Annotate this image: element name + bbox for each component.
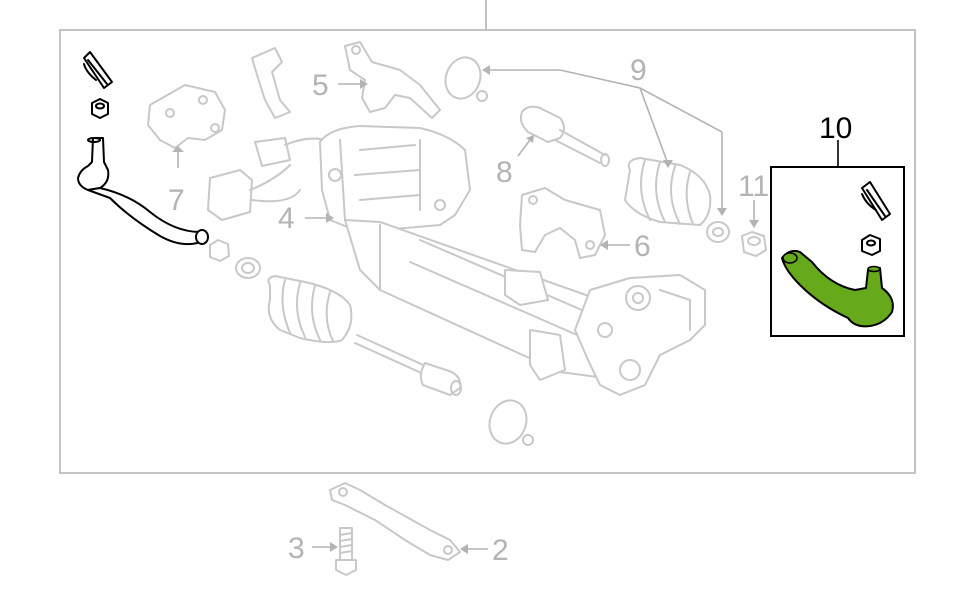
part-bracket-5[interactable] bbox=[338, 41, 441, 119]
part-inner-tie-rod[interactable] bbox=[517, 105, 610, 167]
callout-7: 7 bbox=[168, 184, 185, 217]
part-seal-ring-lower[interactable] bbox=[484, 395, 534, 449]
part-steering-gear-housing[interactable] bbox=[207, 125, 706, 396]
callout-6: 6 bbox=[634, 230, 651, 263]
part-left-tie-rod-end[interactable] bbox=[77, 51, 209, 246]
callout-9: 9 bbox=[630, 54, 647, 87]
part-nut-11[interactable] bbox=[741, 200, 767, 257]
callout-8: 8 bbox=[496, 156, 513, 189]
part-bracket-6[interactable] bbox=[519, 187, 630, 259]
part-seal-ring-upper[interactable] bbox=[440, 52, 488, 103]
part-left-boot-assembly[interactable] bbox=[209, 239, 462, 396]
callout-10: 10 bbox=[819, 112, 852, 145]
left-ball-joint-icon bbox=[77, 137, 110, 191]
callout-9-leaders bbox=[482, 65, 727, 216]
callout-5: 5 bbox=[312, 69, 329, 102]
callout-11: 11 bbox=[738, 170, 769, 203]
part-right-boot[interactable] bbox=[624, 157, 730, 243]
callout-2: 2 bbox=[492, 534, 509, 567]
part-small-bracket[interactable] bbox=[251, 47, 291, 119]
callout-4: 4 bbox=[278, 202, 295, 235]
part-2-plate[interactable] bbox=[329, 482, 488, 561]
left-tie-rod-arm-icon bbox=[87, 187, 207, 246]
assembly-frame bbox=[59, 29, 916, 474]
part-bracket-7[interactable] bbox=[147, 84, 226, 168]
part-3-bolt[interactable] bbox=[312, 527, 357, 576]
part-10-highlight-box[interactable] bbox=[770, 140, 905, 337]
right-tie-rod-end-highlighted bbox=[781, 249, 894, 328]
left-cotter-pin-icon bbox=[83, 51, 113, 89]
callout-3: 3 bbox=[288, 532, 305, 565]
